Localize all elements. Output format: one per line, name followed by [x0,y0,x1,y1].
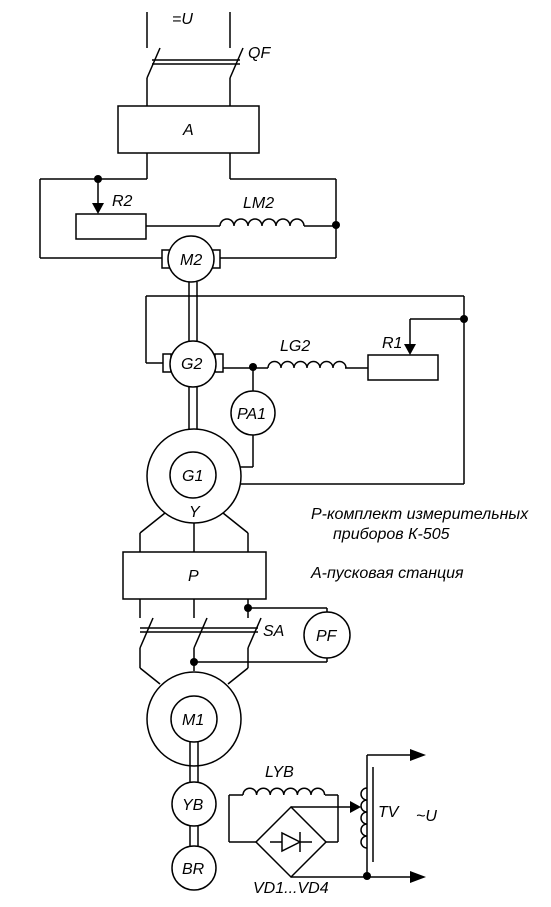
starter-label: A [182,122,194,139]
switch-sa-label: SA [263,623,284,640]
inductor-lm2-label: LM2 [243,195,274,212]
ac-supply-label: ~U [416,808,437,825]
brake-br-label: BR [182,861,205,878]
inductor-lm2 [219,218,305,227]
inductor-lyb [242,787,326,796]
starter-box-a [117,105,260,154]
junction-dot [332,221,340,229]
diodes-label: VD1...VD4 [253,880,329,897]
resistor-r1-label: R1 [382,335,402,352]
note-p-line1: P-комплект измерительных [311,506,529,523]
ammeter-pa1 [230,390,276,436]
note-p-line2: приборов К-505 [333,526,450,543]
brake-yb-label: YB [182,797,204,814]
note-a-line: А-пусковая станция [310,565,464,582]
motor-m2-label: M2 [180,252,202,269]
diode-bridge [254,805,328,879]
inductor-lg2-label: LG2 [280,338,310,355]
lower-shaft [189,742,199,846]
resistor-r2-label: R2 [112,193,133,210]
r1-tap-arrow [404,344,416,355]
junction-dot [244,604,252,612]
freq-meter-pf [303,611,351,659]
transformer-tv-label: TV [378,804,400,821]
brake-br [171,845,217,891]
motor-m1 [146,671,242,767]
generator-g2-label: G2 [181,356,202,373]
generator-g2 [162,340,224,388]
freq-meter-pf-label: PF [316,628,338,645]
junction-dot [460,315,468,323]
resistor-r1 [367,354,439,381]
junction-dot [94,175,102,183]
wye-label: Y [189,504,201,521]
junction-dot [190,658,198,666]
breaker-qf [146,47,244,106]
resistor-r2 [75,213,147,240]
m2-field-circuit [39,153,337,259]
junction-dot [249,363,257,371]
junction-dot [363,872,371,880]
meters-label: P [188,568,199,585]
r2-tap-arrow [92,203,104,214]
transformer-tv [360,749,426,883]
brake-yb [171,781,217,827]
brake-coil-circuit [228,794,367,878]
m1-input-lines [139,667,249,685]
dc-supply-label: =U [172,11,193,28]
breaker-label: QF [248,45,271,62]
switch-sa [139,599,262,668]
generator-g1-label: G1 [182,468,203,485]
generator-g1 [146,428,242,524]
dc-supply-lines [146,12,231,48]
inductor-lyb-label: LYB [265,764,294,781]
motor-m1-label: M1 [182,712,204,729]
g2-field-circuit [145,295,465,485]
g1-output-lines [139,512,249,552]
motor-m2 [161,235,221,283]
ammeter-pa1-label: PA1 [237,406,266,423]
inductor-lg2 [267,360,347,369]
